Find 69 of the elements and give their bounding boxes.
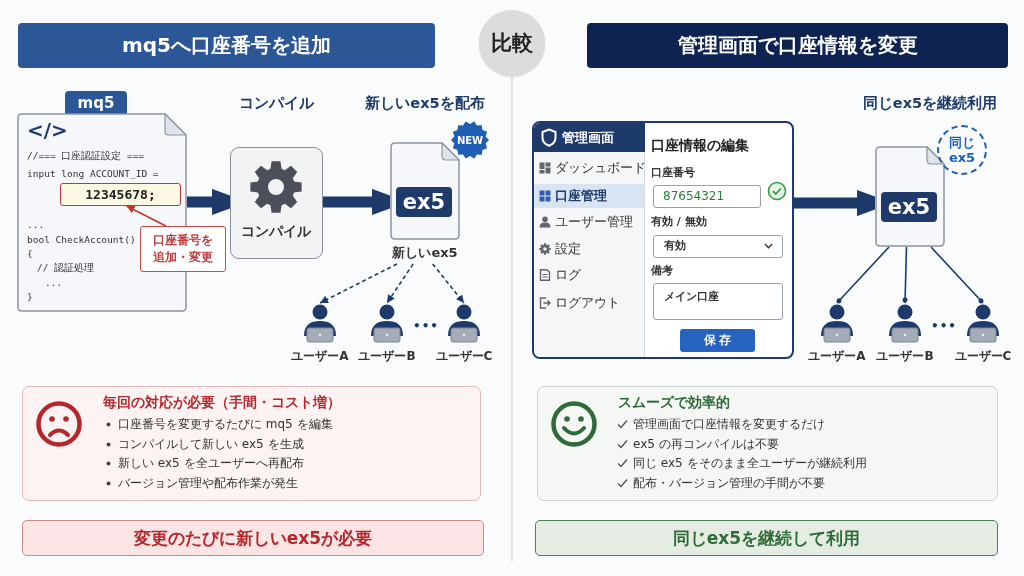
file-caption: 新しいex5: [392, 244, 458, 262]
list-item: 同じ ex5 をそのまま全ユーザーが継続利用: [633, 455, 867, 471]
connector-line: [930, 246, 984, 304]
list-item: 管理画面で口座情報を変更するだけ: [633, 416, 825, 432]
code-line: input long ACCOUNT_ID =: [27, 168, 159, 180]
section-header: mq5へ口座番号を追加: [18, 23, 435, 68]
summary-banner: 同じex5を継続して利用: [535, 520, 998, 556]
panel-heading: 毎回の対応が必要（手間・コスト増）: [103, 393, 341, 411]
user-label: ユーザーB: [358, 348, 416, 365]
list-item: 新しい ex5 を全ユーザーへ再配布: [118, 455, 304, 471]
list-item: コンパイルして新しい ex5 を生成: [118, 436, 304, 452]
code-line: {: [27, 248, 33, 260]
column-heading: 新しいex5を配布: [365, 94, 485, 112]
sidebar-title: 管理画面: [562, 129, 614, 146]
menu-item-label: ユーザー管理: [555, 213, 633, 231]
user-label: ユーザーA: [808, 348, 866, 365]
code-line: //=== 口座認証設定 ===: [27, 150, 145, 162]
dropdown-field: 有効: [653, 235, 783, 258]
text-input-field: 87654321: [653, 185, 761, 208]
list-item: ex5 の再コンパイルは不要: [633, 436, 779, 452]
dashed-arrow: [431, 263, 465, 304]
dashed-arrow: [386, 263, 414, 304]
dashed-arrow: [319, 263, 398, 304]
user-label: ユーザーC: [954, 348, 1012, 365]
menu-item-label: 設定: [555, 240, 581, 258]
file-type-badge: ex5: [881, 192, 937, 222]
textarea-field: メイン口座: [653, 283, 783, 320]
field-label: 備考: [651, 264, 673, 278]
column-heading: 同じex5を継続利用: [862, 94, 998, 112]
callout-box: 口座番号を追加・変更: [140, 226, 226, 272]
file-tab: mq5: [65, 91, 127, 114]
menu-item-label: ログ: [555, 266, 581, 284]
code-symbol: </>: [27, 118, 68, 142]
ellipsis-text: •••: [413, 319, 439, 333]
code-line: ...: [27, 219, 45, 231]
user-label: ユーザーC: [435, 348, 493, 365]
user-label: ユーザーB: [876, 348, 934, 365]
code-line: bool CheckAccount(): [27, 234, 136, 246]
benefit-panel: [537, 386, 998, 501]
column-heading: コンパイル: [238, 94, 314, 112]
compare-badge: 比較: [479, 10, 545, 76]
form-title: 口座情報の編集: [651, 136, 749, 154]
field-label: 口座番号: [651, 166, 695, 180]
save-button: 保存: [680, 329, 755, 352]
menu-item-label: ダッシュボード: [555, 159, 646, 177]
admin-window: [532, 121, 794, 359]
new-badge: NEW: [451, 121, 489, 159]
problem-panel: [22, 386, 481, 501]
code-line: ...: [45, 277, 63, 289]
connector-line: [902, 246, 908, 304]
connector-line: [836, 246, 890, 304]
menu-item-label: 口座管理: [555, 187, 607, 205]
highlighted-value: 12345678;: [60, 183, 181, 206]
list-item: 配布・バージョン管理の手間が不要: [633, 475, 825, 491]
field-label: 有効 / 無効: [651, 215, 707, 229]
process-label: コンパイル: [241, 222, 311, 240]
ellipsis-text: •••: [931, 319, 957, 333]
code-line: // 認証処理: [37, 262, 95, 274]
stamp-badge: 同じex5: [937, 125, 987, 175]
process-box: [230, 147, 323, 259]
panel-heading: スムーズで効率的: [618, 393, 730, 411]
user-label: ユーザーA: [291, 348, 349, 365]
file-type-badge: ex5: [396, 187, 452, 217]
summary-banner: 変更のたびに新しいex5が必要: [22, 520, 484, 556]
code-line: }: [27, 291, 33, 303]
list-item: バージョン管理や配布作業が発生: [118, 475, 298, 491]
list-item: 口座番号を変更するたびに mq5 を編集: [118, 416, 333, 432]
section-header: 管理画面で口座情報を変更: [587, 23, 1008, 68]
menu-item-label: ログアウト: [555, 294, 620, 312]
